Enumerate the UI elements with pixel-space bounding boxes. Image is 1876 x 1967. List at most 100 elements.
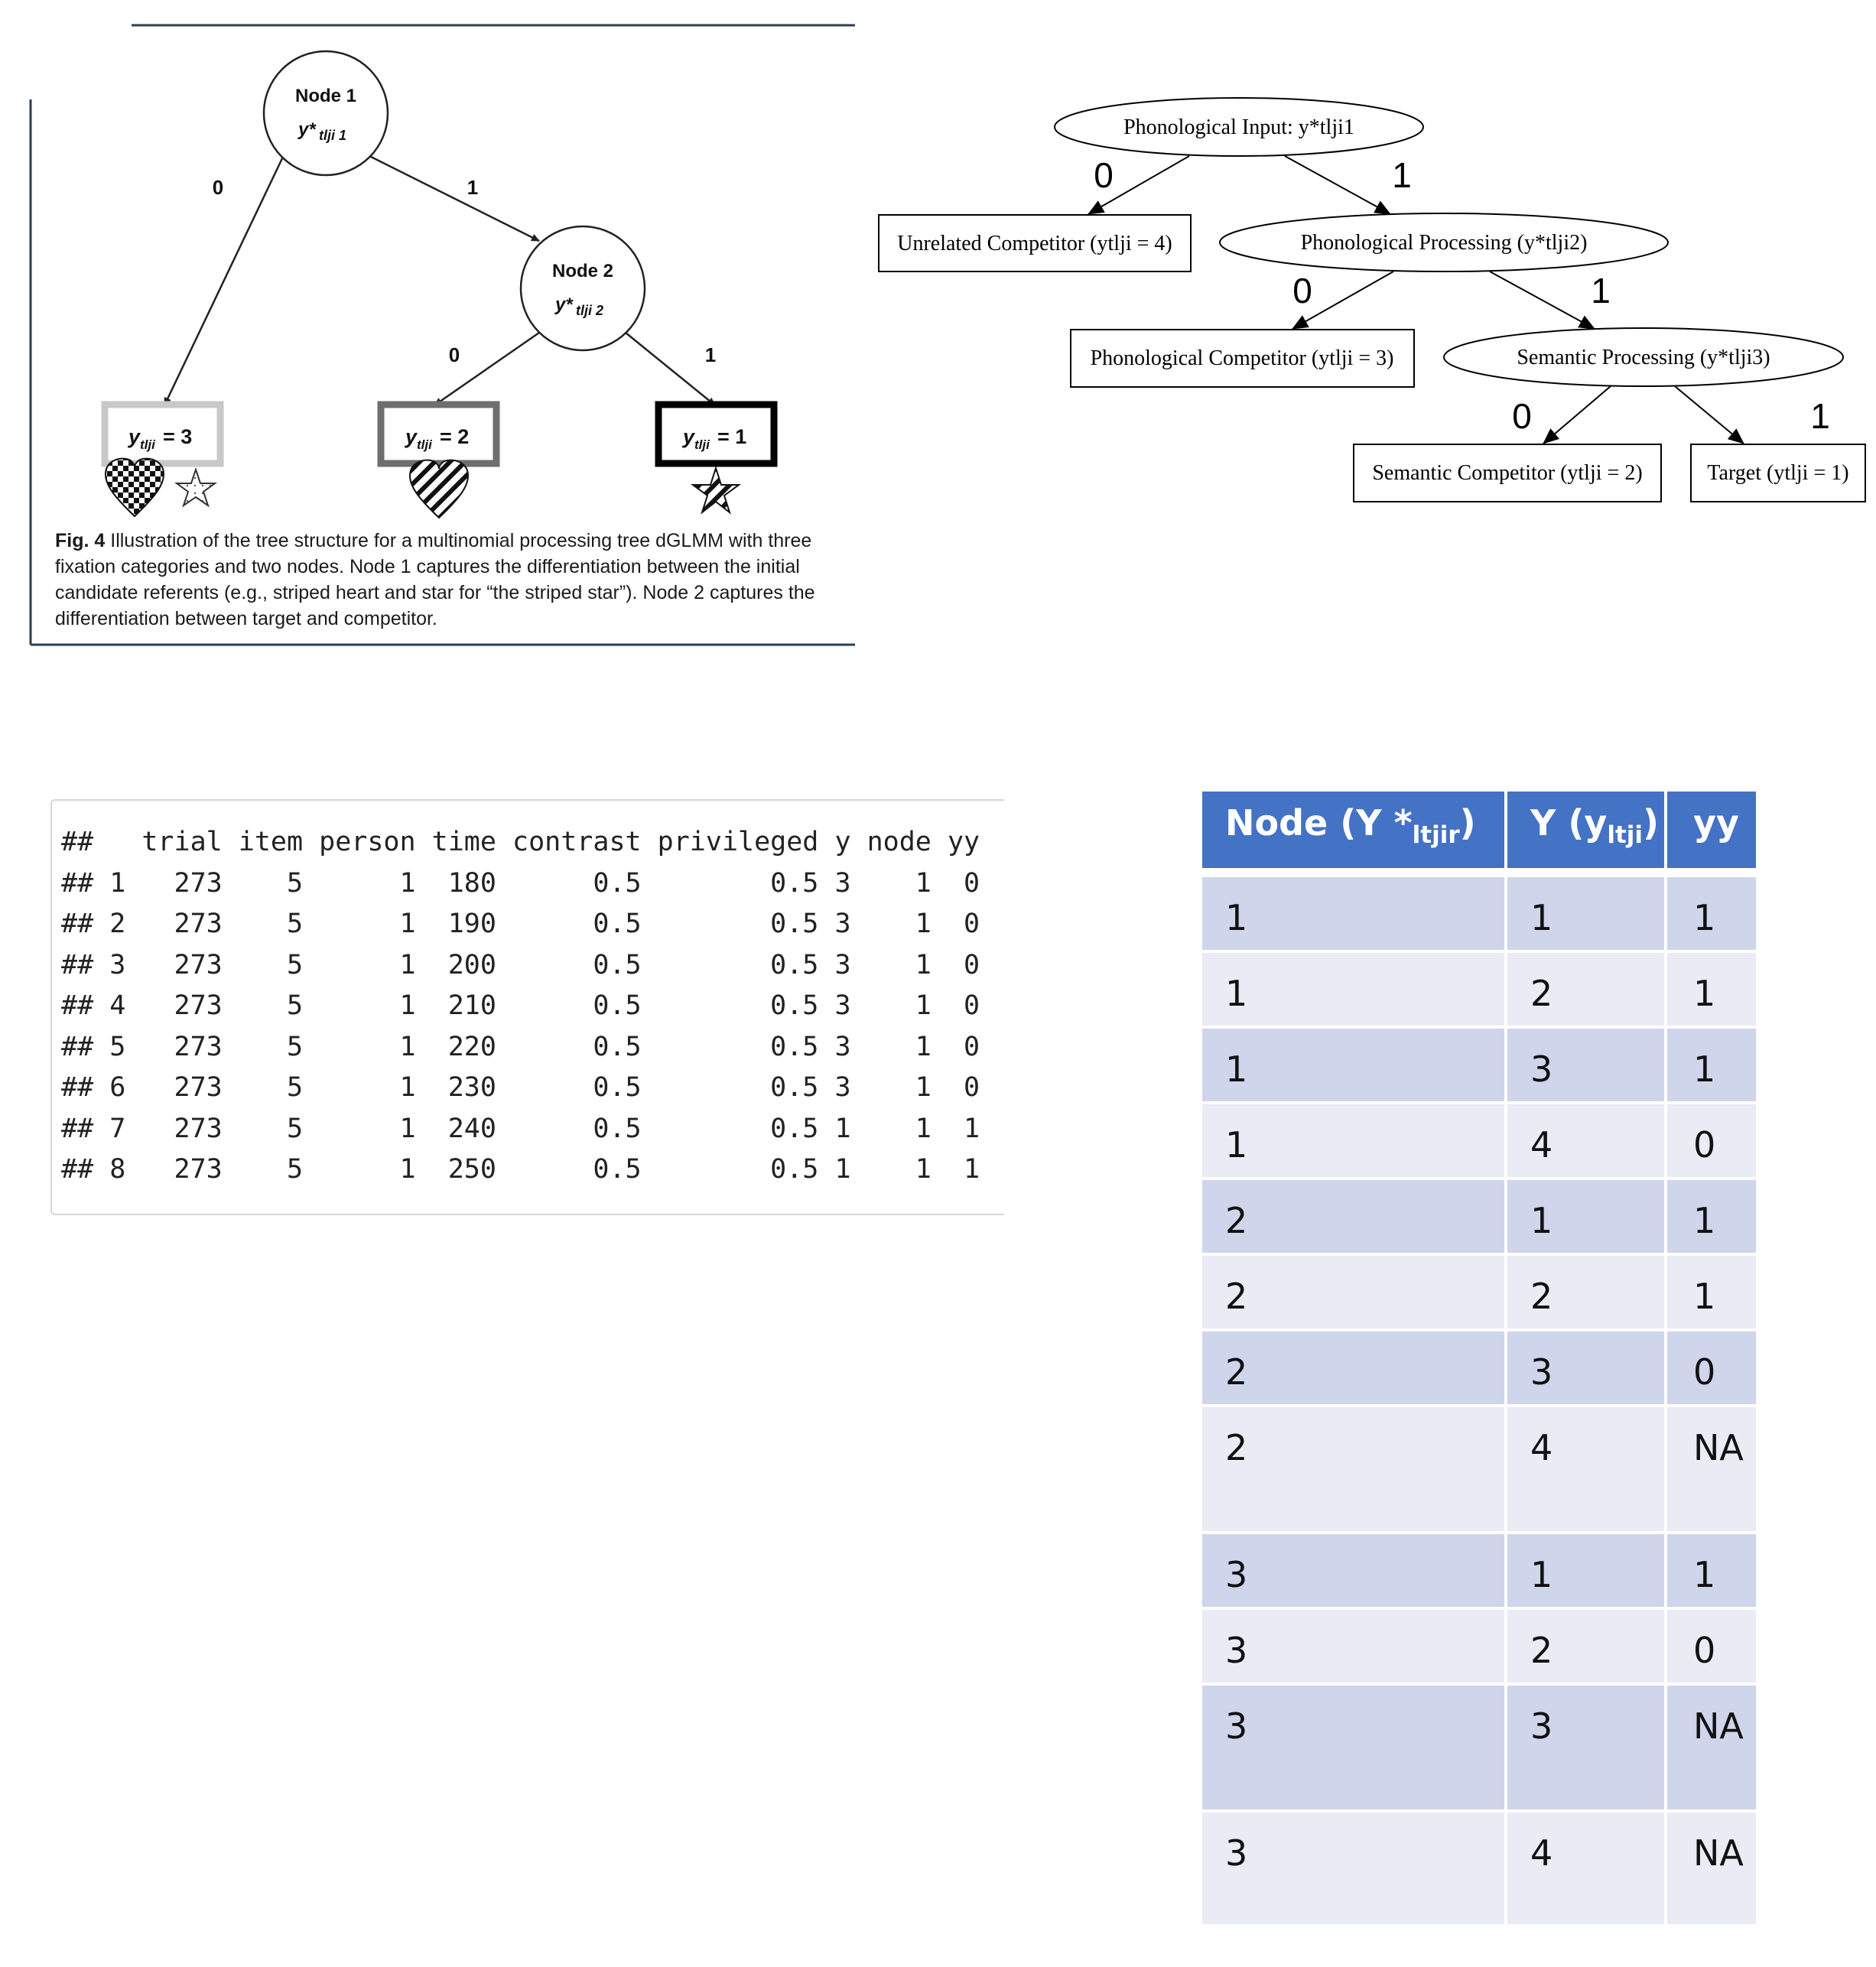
cell-node: 1	[1202, 953, 1507, 1029]
r-console-output: ## trial item person time contrast privi…	[50, 799, 1004, 1215]
caption-label: Fig. 4	[55, 530, 106, 551]
edge-label-root-0: 0	[1094, 155, 1114, 195]
node-1-sub: tlji 1	[319, 128, 346, 143]
checkered-heart-icon	[104, 457, 165, 518]
edge-sem-processing	[1489, 271, 1595, 330]
node-1-circle	[262, 50, 389, 177]
header-text: ltjir	[1412, 821, 1460, 849]
node-2-var: y*	[554, 294, 574, 315]
sem-processing-label: Semantic Processing (y*tlji3)	[1517, 346, 1770, 369]
leaf-1-sub: tlji	[694, 437, 710, 452]
cell-yy: 0	[1667, 1331, 1759, 1407]
cell-y: 1	[1507, 1180, 1667, 1256]
cell-node: 3	[1202, 1534, 1507, 1610]
cell-node: 3	[1202, 1813, 1507, 1927]
edge-label-n1-0: 0	[213, 176, 223, 199]
phon-competitor-box	[1070, 329, 1415, 388]
cell-node: 2	[1202, 1256, 1507, 1331]
edge-label-phon-1: 1	[1591, 271, 1611, 310]
cell-yy: 1	[1667, 1180, 1759, 1256]
leaf-1-box	[655, 401, 778, 467]
root-node-label: Phonological Input: y*tlji1	[1123, 115, 1354, 139]
console-text: ## trial item person time contrast privi…	[61, 827, 980, 1185]
edge-target	[1674, 385, 1744, 444]
header-node: Node (Y *ltjir)	[1202, 792, 1507, 877]
table-header-row: Node (Y *ltjir) Y (yltji) yy	[1202, 792, 1759, 877]
edge-label-n2-1: 1	[705, 343, 716, 366]
cell-yy: 0	[1667, 1104, 1759, 1180]
target-box	[1690, 444, 1866, 502]
figure-caption: Fig. 4 Illustration of the tree structur…	[55, 528, 827, 632]
cell-node: 1	[1202, 1029, 1507, 1104]
cell-node: 2	[1202, 1407, 1507, 1534]
cell-node: 3	[1202, 1686, 1507, 1813]
edge-root-phon-processing	[1284, 155, 1391, 215]
leaf-3-sub: tlji	[140, 437, 156, 452]
sem-processing-ellipse	[1443, 327, 1844, 387]
cell-y: 3	[1507, 1331, 1667, 1407]
cell-node: 2	[1202, 1180, 1507, 1256]
edge-node1-leaf1	[163, 156, 284, 406]
leaf-2-value: = 2	[440, 425, 469, 448]
leaf-3-value: = 3	[163, 425, 192, 448]
header-y: Y (yltji)	[1507, 792, 1667, 877]
phon-competitor-label: Phonological Competitor (ytlji = 3)	[1091, 346, 1394, 370]
cell-y: 4	[1507, 1813, 1667, 1927]
edge-label-n1-1: 1	[467, 176, 478, 199]
edge-root-unrelated	[1088, 155, 1190, 215]
cell-yy: 1	[1667, 1029, 1759, 1104]
cell-yy: NA	[1667, 1813, 1759, 1927]
edge-node1-node2	[370, 155, 540, 242]
dotted-star-icon	[174, 467, 218, 508]
cell-y: 3	[1507, 1686, 1667, 1813]
cell-y: 2	[1507, 1610, 1667, 1686]
cell-y: 2	[1507, 1256, 1667, 1331]
cell-y: 4	[1507, 1104, 1667, 1180]
node-2-circle	[519, 225, 646, 352]
header-text: ltji	[1607, 821, 1644, 849]
leaf-3-y: y	[127, 425, 141, 448]
header-text: )	[1643, 802, 1660, 844]
edge-node2-leaf3	[625, 332, 716, 406]
leaf-2-y: y	[404, 425, 418, 448]
cell-yy: 1	[1667, 1534, 1759, 1610]
edge-label-n2-0: 0	[449, 343, 460, 366]
cell-y: 4	[1507, 1407, 1667, 1534]
edge-phon-competitor	[1292, 271, 1394, 330]
cell-node: 3	[1202, 1610, 1507, 1686]
cell-yy: 1	[1667, 877, 1759, 953]
cell-y: 3	[1507, 1029, 1667, 1104]
edge-label-sem-1: 1	[1810, 396, 1830, 436]
header-text: yy	[1693, 802, 1739, 844]
phon-processing-label: Phonological Processing (y*tlji2)	[1301, 231, 1588, 255]
node-2-sub: tlji 2	[576, 303, 603, 318]
sem-competitor-label: Semantic Competitor (ytlji = 2)	[1372, 461, 1642, 485]
cell-yy: 0	[1667, 1610, 1759, 1686]
header-text: Node (Y *	[1225, 802, 1413, 844]
edge-label-sem-0: 0	[1512, 396, 1532, 436]
edge-node2-leaf2	[434, 331, 540, 407]
unrelated-competitor-box	[878, 214, 1192, 272]
edge-label-phon-0: 0	[1292, 271, 1312, 310]
cell-y: 1	[1507, 877, 1667, 953]
sem-competitor-box	[1353, 444, 1662, 502]
root-ellipse	[1054, 97, 1424, 157]
cell-yy: 1	[1667, 1256, 1759, 1331]
caption-text: Illustration of the tree structure for a…	[55, 530, 815, 629]
striped-heart-icon	[408, 459, 470, 519]
edge-sem-competitor	[1543, 385, 1611, 444]
striped-star-icon	[690, 465, 742, 515]
cell-y: 1	[1507, 1534, 1667, 1610]
node-1-label: Node 1	[295, 86, 356, 106]
